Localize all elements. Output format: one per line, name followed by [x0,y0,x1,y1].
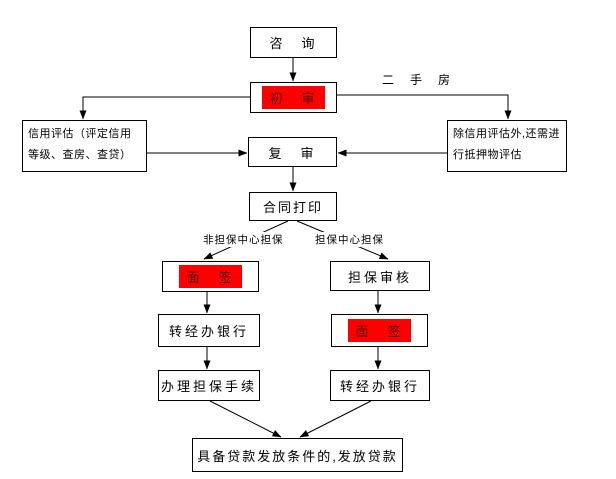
node-transfer-bank-left: 转经办银行 [158,314,260,347]
node-collateral-evaluation: 除信用评估外,还需进行抵押物评估 [447,120,567,172]
node-credit-evaluation-label: 信用评估（评定信用等级、查房、查贷） [28,128,132,161]
node-consult: 咨 询 [250,27,337,58]
node-collateral-evaluation-label: 除信用评估外,还需进行抵押物评估 [453,128,561,161]
edge-label-guarantee-center: 担保中心担保 [313,232,386,247]
node-guarantee-review-label: 担保审核 [347,269,412,285]
node-interview-right-label: 面 签 [348,319,411,342]
node-transfer-bank-left-label: 转经办银行 [168,324,249,339]
node-interview-right: 面 签 [331,314,428,347]
node-second-review-label: 复 审 [268,145,317,161]
node-consult-label: 咨 询 [269,36,318,51]
node-transfer-bank-right: 转经办银行 [330,370,430,401]
node-guarantee-procedure: 办理担保手续 [158,370,260,401]
edge-label-non-guarantee-center: 非担保中心担保 [201,232,286,247]
node-loan-issue: 具备贷款发放条件的,发放贷款 [192,438,403,472]
node-loan-issue-label: 具备贷款发放条件的,发放贷款 [197,448,398,464]
node-initial-review-label: 初 审 [262,86,325,109]
edge-label-second-hand-house: 二 手 房 [381,73,452,87]
node-contract-print-label: 合同打印 [262,200,323,215]
node-initial-review: 初 审 [250,82,337,113]
node-interview-left: 面 签 [162,261,259,292]
node-guarantee-procedure-label: 办理担保手续 [160,379,257,394]
node-transfer-bank-right-label: 转经办银行 [339,379,420,394]
node-guarantee-review: 担保审核 [330,261,430,291]
node-credit-evaluation: 信用评估（评定信用等级、查房、查贷） [22,120,147,172]
node-second-review: 复 审 [248,137,337,167]
node-contract-print: 合同打印 [249,192,337,221]
node-interview-left-label: 面 签 [179,265,242,288]
